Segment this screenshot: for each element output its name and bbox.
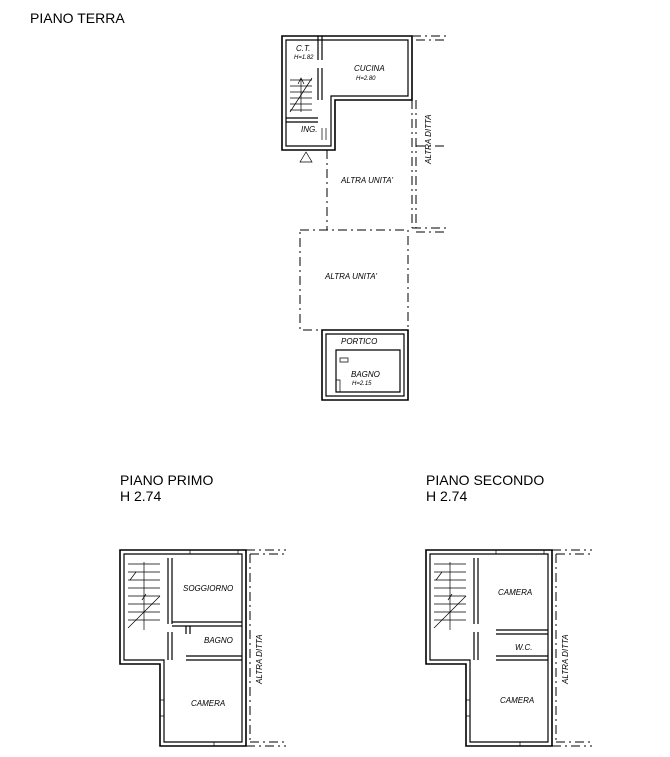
ground-floor-title: PIANO TERRA (30, 10, 125, 26)
ground-entrance-marker (299, 151, 313, 163)
first-staircase (127, 562, 161, 630)
first-outer-walls (119, 549, 247, 747)
first-floor-plan: SOGGIORNO BAGNO CAMERA ALTRA DITTA (119, 549, 286, 747)
second-boundary (552, 549, 592, 747)
second-window-side (466, 699, 470, 717)
ground-portico-walls (321, 329, 409, 401)
second-inner-walls (429, 553, 549, 743)
second-outer-walls (425, 549, 553, 747)
label-bagno: BAGNO (351, 370, 380, 379)
second-floor-title: PIANO SECONDO (426, 472, 545, 488)
first-partition-vertical (167, 558, 173, 660)
ground-bagno-door (336, 379, 341, 392)
first-inner-walls (123, 553, 243, 743)
ground-floor-plan: C.T. H=1.82 CUCINA H=2.80 ING. ALTRA UNI… (281, 35, 448, 401)
ground-partition-ing (286, 117, 318, 123)
label-altra-unita-2: ALTRA UNITA' (324, 272, 378, 281)
second-floor-height: H 2.74 (426, 488, 468, 504)
ground-partition (317, 36, 323, 100)
first-bagno-door-jamb (185, 626, 191, 634)
label-camera-first: CAMERA (191, 699, 225, 708)
ground-bagno-walls (335, 349, 401, 393)
second-partition-wc-bottom (496, 655, 548, 661)
label-soggiorno: SOGGIORNO (183, 584, 233, 593)
second-windows (482, 549, 545, 746)
ground-window (321, 128, 327, 140)
first-floor-title: PIANO PRIMO (120, 472, 214, 488)
label-camera-bottom: CAMERA (500, 696, 534, 705)
ground-boundary-right (411, 100, 417, 228)
second-partition-wc-top (496, 629, 548, 635)
label-bagno-first: BAGNO (204, 636, 233, 645)
label-ingresso: ING. (301, 125, 317, 134)
first-windows (176, 549, 239, 746)
ground-main-inner-walls (285, 39, 409, 147)
first-partition-bagno (186, 655, 242, 661)
label-cucina-height: H=2.80 (356, 76, 376, 82)
first-floor-height: H 2.74 (120, 488, 162, 504)
label-bagno-height: H=2.15 (352, 381, 372, 387)
first-window-side (160, 699, 164, 717)
label-altra-ditta-second: ALTRA DITTA (561, 634, 570, 685)
ground-staircase (289, 77, 313, 113)
ground-portico-inner (325, 333, 405, 397)
first-partition-soggiorno (172, 621, 242, 627)
ground-other-unit-block (299, 229, 409, 331)
label-camera-top: CAMERA (498, 588, 532, 597)
second-partition-vertical (473, 558, 479, 660)
label-cucina: CUCINA (354, 64, 385, 73)
label-portico: PORTICO (341, 337, 377, 346)
ground-boundary-ticks (412, 145, 448, 233)
label-altra-ditta-first: ALTRA DITTA (255, 634, 264, 685)
second-floor-plan: CAMERA W.C. CAMERA ALTRA DITTA (425, 549, 592, 747)
label-altra-unita-1: ALTRA UNITA' (340, 176, 394, 185)
label-ct-height: H=1.82 (294, 55, 314, 61)
first-boundary (246, 549, 286, 747)
ground-bagno-window (339, 357, 349, 363)
ground-boundary-top (412, 35, 448, 41)
label-wc: W.C. (515, 643, 532, 652)
label-altra-ditta-ground: ALTRA DITTA (424, 114, 433, 165)
second-staircase (433, 562, 467, 630)
label-ct: C.T. (296, 44, 310, 53)
